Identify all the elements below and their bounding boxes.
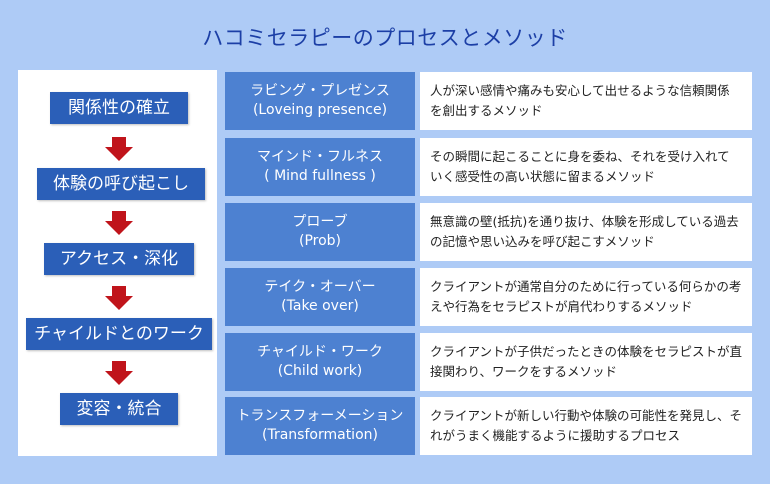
method-take-over: テイク・オーバー (Take over) [225,268,415,326]
method-name: テイク・オーバー [264,279,376,295]
description-text: 無意識の壁(抵抗)を通り抜け、体験を形成している過去の記憶や思い込みを呼び起こす… [430,214,739,249]
method-mindfulness: マインド・フルネス ( Mind fullness ) [225,138,415,196]
description-text: その瞬間に起こることに身を委ね、それを受け入れていく感受性の高い状態に留まるメソ… [430,149,730,184]
method-english: (Loveing presence) [252,102,388,118]
description-text: クライアントが子供だったときの体験をセラピストが直接関わり、ワークをするメソッド [430,344,743,379]
method-english: (Transformation) [262,427,378,443]
method-name: マインド・フルネス [257,149,383,165]
description-text: 人が深い感情や痛みも安心して出せるような信頼関係を創出するメソッド [430,83,730,118]
method-english: (Child work) [277,363,363,379]
stage-child-work: チャイルドとのワーク [26,318,212,350]
description-text: クライアントが通常自分のために行っている何らかの考えや行為をセラピストが肩代わり… [430,279,742,314]
method-description: クライアントが新しい行動や体験の可能性を発見し、それがうまく機能するように援助す… [420,397,752,455]
stage-evoking-experience: 体験の呼び起こし [37,168,205,200]
method-name: ラビング・プレゼンス [250,83,390,99]
page-title: ハコミセラピーのプロセスとメソッド [202,26,568,50]
method-name: チャイルド・ワーク [257,344,383,360]
method-description: 人が深い感情や痛みも安心して出せるような信頼関係を創出するメソッド [420,72,752,130]
down-arrow-icon [105,211,133,235]
method-english: (Prob) [298,233,342,249]
description-text: クライアントが新しい行動や体験の可能性を発見し、それがうまく機能するように援助す… [430,408,743,443]
down-arrow-icon [105,286,133,310]
down-arrow-icon [105,137,133,161]
method-description: クライアントが子供だったときの体験をセラピストが直接関わり、ワークをするメソッド [420,333,752,391]
method-english: (Take over) [281,298,359,314]
stage-relationship: 関係性の確立 [50,92,188,124]
method-english: ( Mind fullness ) [264,168,376,184]
method-transformation: トランスフォーメーション (Transformation) [225,397,415,455]
method-description: 無意識の壁(抵抗)を通り抜け、体験を形成している過去の記憶や思い込みを呼び起こす… [420,203,752,261]
method-name: プローブ [292,214,348,230]
method-name: トランスフォーメーション [236,408,404,424]
method-loving-presence: ラビング・プレゼンス (Loveing presence) [225,72,415,130]
method-probe: プローブ (Prob) [225,203,415,261]
method-description: クライアントが通常自分のために行っている何らかの考えや行為をセラピストが肩代わり… [420,268,752,326]
stage-transformation-integration: 変容・統合 [60,393,178,425]
stage-access-deepen: アクセス・深化 [44,243,194,275]
method-description: その瞬間に起こることに身を委ね、それを受け入れていく感受性の高い状態に留まるメソ… [420,138,752,196]
down-arrow-icon [105,361,133,385]
method-child-work: チャイルド・ワーク (Child work) [225,333,415,391]
